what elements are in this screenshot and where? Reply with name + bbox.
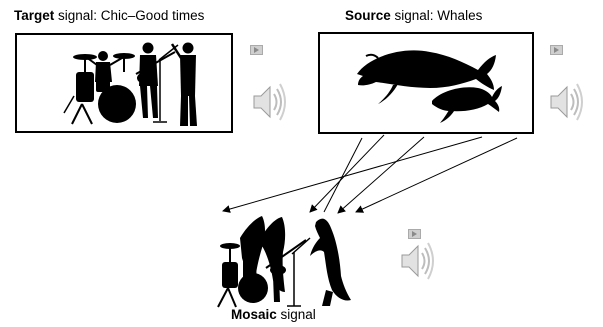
mosaic-silhouette-icon: [217, 216, 351, 308]
arrow-3: [337, 136, 425, 214]
arrow-2: [309, 134, 385, 213]
band-silhouette-icon: [63, 42, 197, 126]
arrow-4: [355, 137, 518, 213]
whales-silhouette-icon: [357, 50, 502, 123]
source-label-strong: Source: [345, 8, 391, 23]
arrow-1: [222, 136, 483, 213]
target-play-button[interactable]: [250, 45, 263, 55]
mosaic-signal-label: Mosaic signal: [231, 307, 316, 323]
source-signal-label: Source signal: Whales: [345, 8, 482, 24]
mosaic-label-strong: Mosaic: [231, 307, 277, 322]
source-label-rest: signal: Whales: [390, 8, 483, 23]
mosaic-speaker-icon[interactable]: [401, 242, 434, 280]
target-label-rest: signal: Chic–Good times: [54, 8, 205, 23]
mosaic-label-rest: signal: [276, 307, 316, 322]
arrow-5: [323, 137, 363, 213]
target-label-strong: Target: [14, 8, 55, 23]
mapping-arrows: [222, 134, 518, 214]
target-signal-label: Target signal: Chic–Good times: [14, 8, 204, 24]
source-speaker-icon[interactable]: [550, 83, 583, 121]
source-play-button[interactable]: [550, 45, 563, 55]
mosaic-play-button[interactable]: [408, 229, 421, 239]
target-speaker-icon[interactable]: [253, 83, 286, 121]
